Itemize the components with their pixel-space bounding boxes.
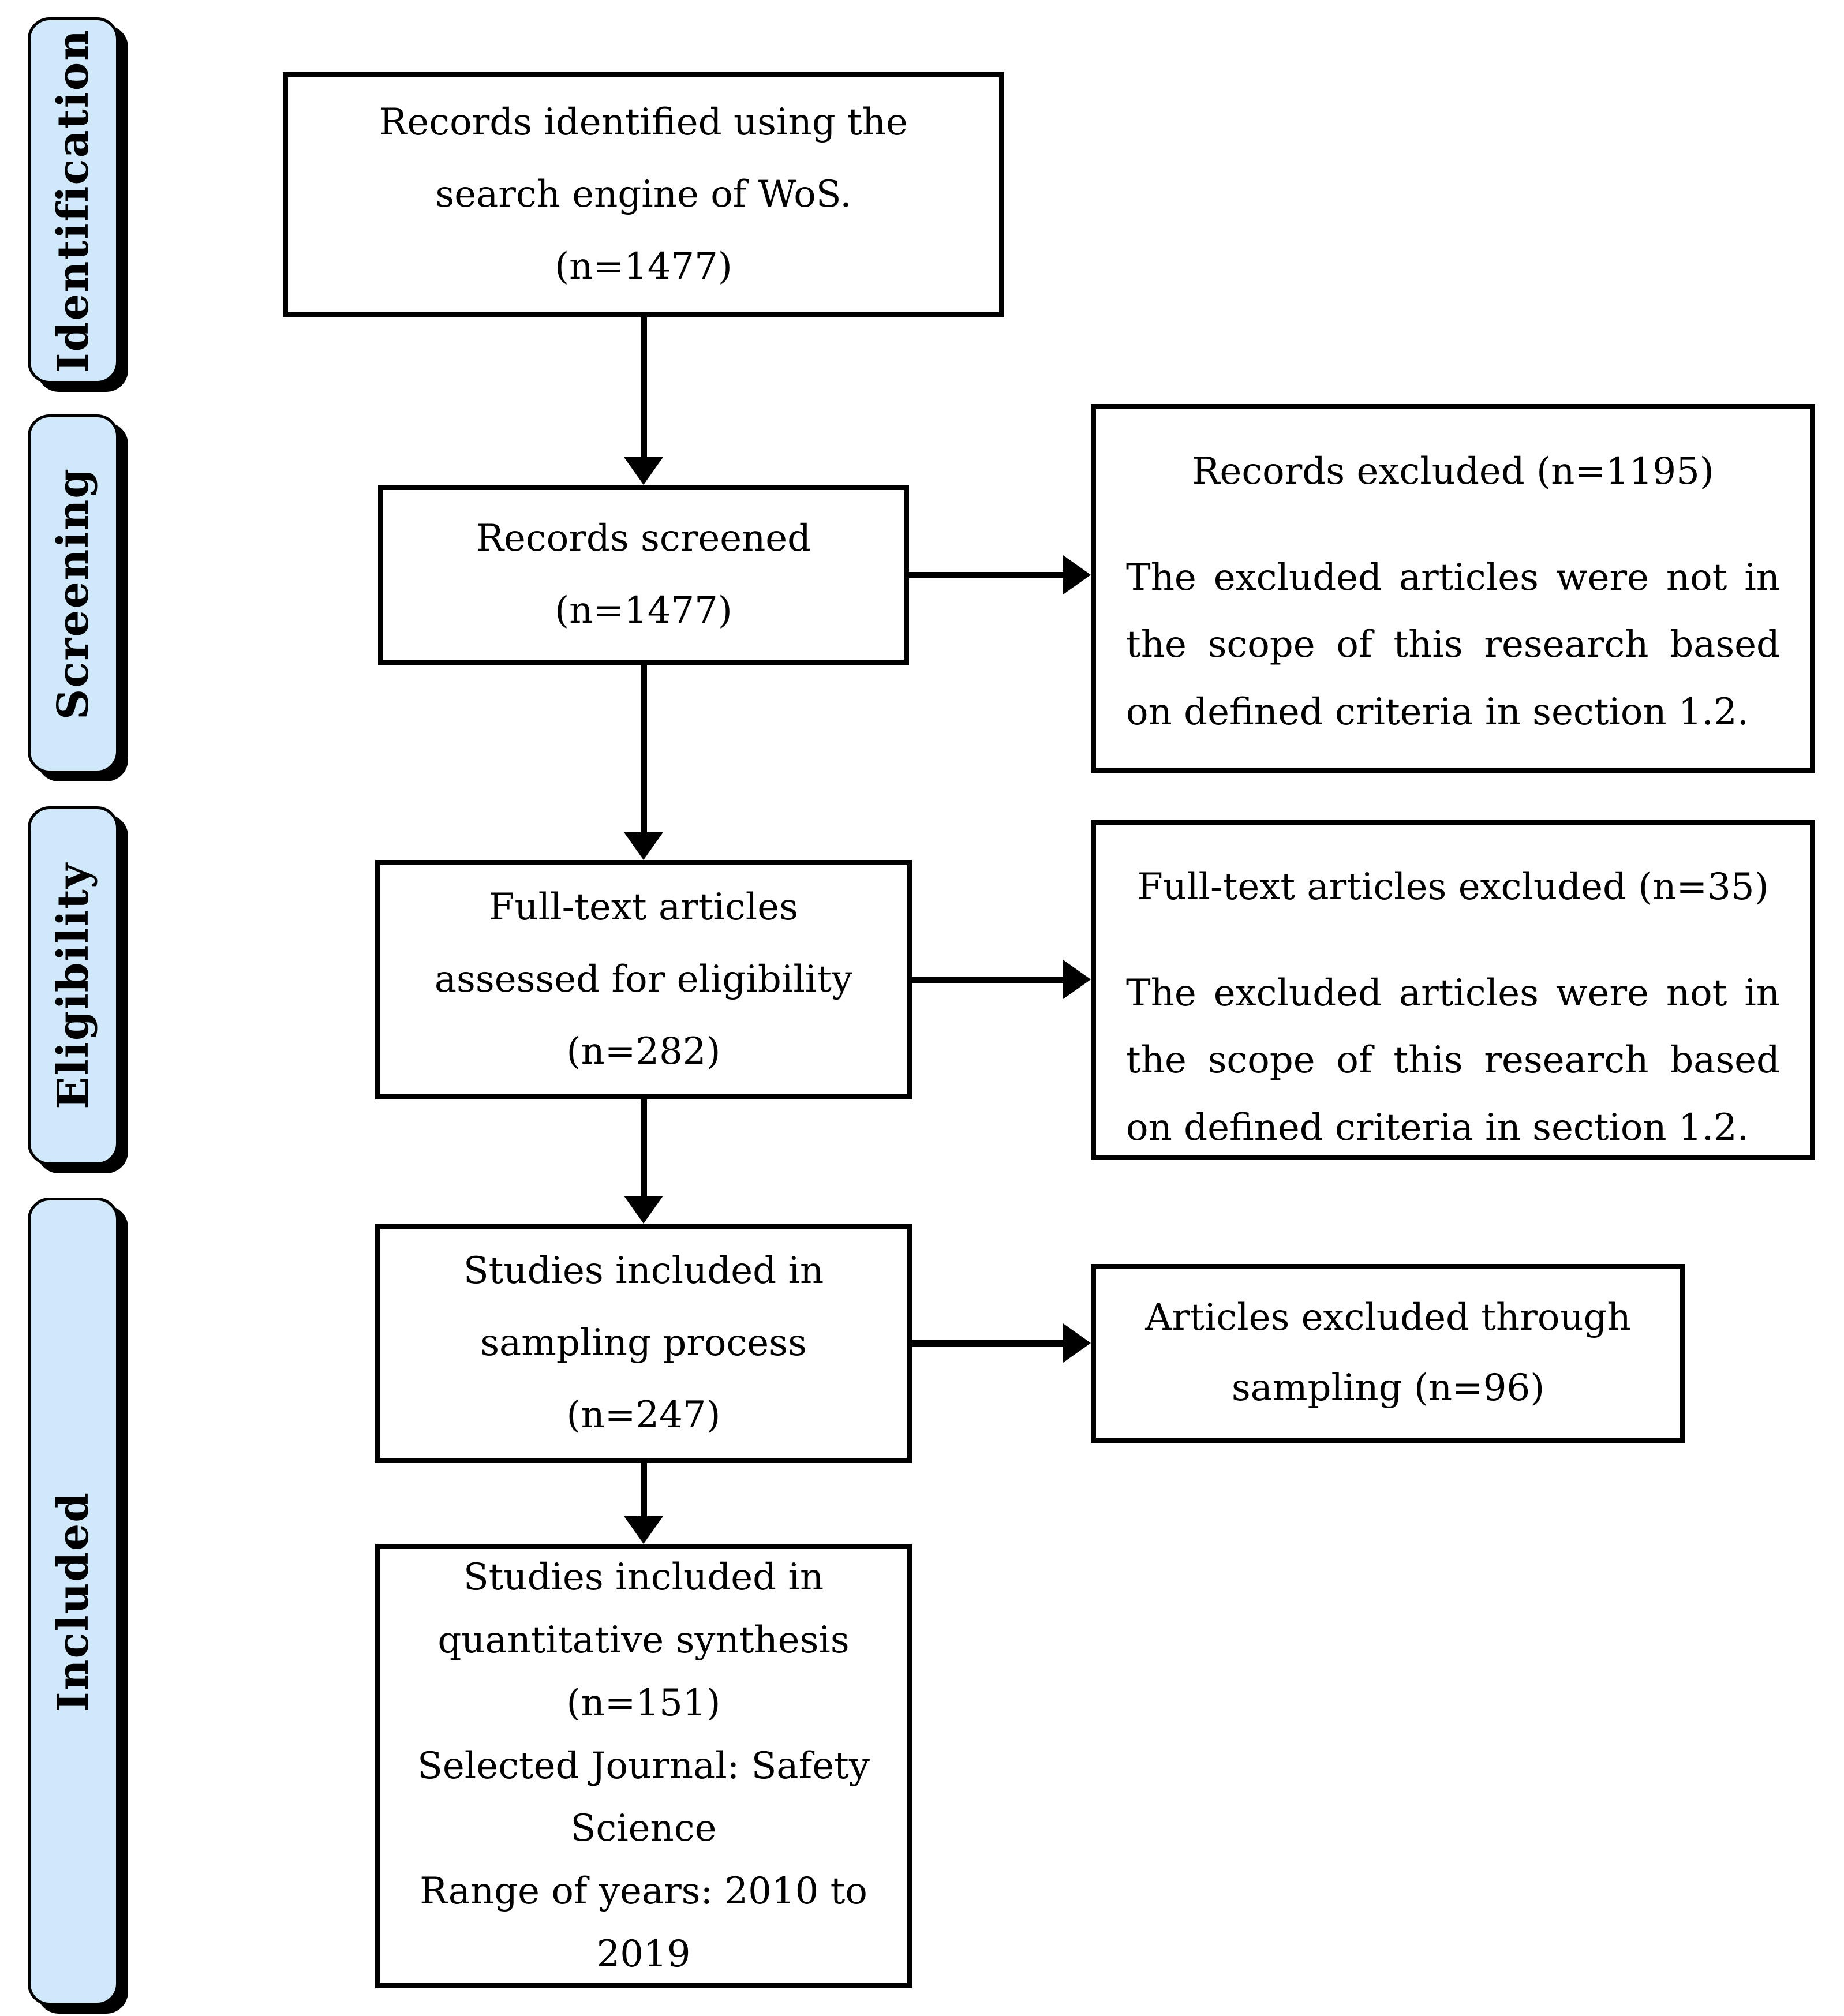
side-box-fulltext-excluded: Full-text articles excluded (n=35) The e… — [1091, 820, 1815, 1160]
arrow-down-icon — [624, 832, 663, 860]
stage-label-eligibility-text: Eligibility — [48, 862, 98, 1109]
arrow-sampling-to-synthesis-line — [641, 1463, 647, 1518]
stage-label-included: Included — [28, 1198, 119, 2006]
stage-label-screening-text: Screening — [48, 467, 98, 720]
flow-box-quantitative-synthesis: Studies included in quantitative synthes… — [375, 1544, 912, 1988]
stage-label-identification-text: Identification — [48, 28, 98, 373]
stage-label-screening: Screening — [28, 414, 119, 773]
flow-box-records-identified-text: Records identified using the search engi… — [379, 101, 908, 288]
arrow-down-icon — [624, 1196, 663, 1224]
flow-box-sampling-process-text: Studies included in sampling process (n=… — [463, 1250, 824, 1437]
side-box-records-excluded: Records excluded (n=1195) The excluded a… — [1091, 404, 1815, 773]
arrow-down-icon — [624, 457, 663, 485]
arrow-down-icon — [624, 1516, 663, 1544]
arrow-screened-to-excluded-line — [909, 572, 1065, 578]
flow-box-records-screened-text: Records screened (n=1477) — [476, 517, 811, 632]
side-box-fulltext-excluded-title: Full-text articles excluded (n=35) — [1137, 866, 1769, 908]
stage-label-identification: Identification — [28, 17, 119, 384]
flow-box-quantitative-synthesis-text: Studies included in quantitative synthes… — [417, 1556, 870, 1976]
side-box-records-excluded-body: The excluded articles were not in the sc… — [1126, 556, 1780, 734]
flow-box-fulltext-assessed: Full-text articles assessed for eligibil… — [375, 860, 912, 1099]
arrow-sampling-to-excluded-line — [912, 1340, 1065, 1347]
arrow-fulltext-to-excluded-line — [912, 977, 1065, 983]
side-box-sampling-excluded: Articles excluded through sampling (n=96… — [1091, 1264, 1685, 1443]
side-box-fulltext-excluded-body: The excluded articles were not in the sc… — [1126, 972, 1780, 1149]
stage-label-included-text: Included — [48, 1491, 98, 1712]
arrow-screened-to-fulltext-line — [641, 665, 647, 834]
side-box-records-excluded-title: Records excluded (n=1195) — [1192, 450, 1714, 493]
flow-box-records-identified: Records identified using the search engi… — [283, 72, 1004, 317]
flow-box-records-screened: Records screened (n=1477) — [378, 485, 909, 665]
arrow-right-icon — [1063, 555, 1091, 594]
arrow-right-icon — [1063, 1323, 1091, 1363]
arrow-right-icon — [1063, 960, 1091, 999]
stage-label-eligibility: Eligibility — [28, 806, 119, 1165]
arrow-identified-to-screened-line — [641, 317, 647, 459]
flow-box-fulltext-assessed-text: Full-text articles assessed for eligibil… — [434, 886, 853, 1073]
arrow-fulltext-to-sampling-line — [641, 1099, 647, 1198]
side-box-sampling-excluded-title: Articles excluded through sampling (n=96… — [1145, 1296, 1631, 1409]
flow-box-sampling-process: Studies included in sampling process (n=… — [375, 1224, 912, 1463]
